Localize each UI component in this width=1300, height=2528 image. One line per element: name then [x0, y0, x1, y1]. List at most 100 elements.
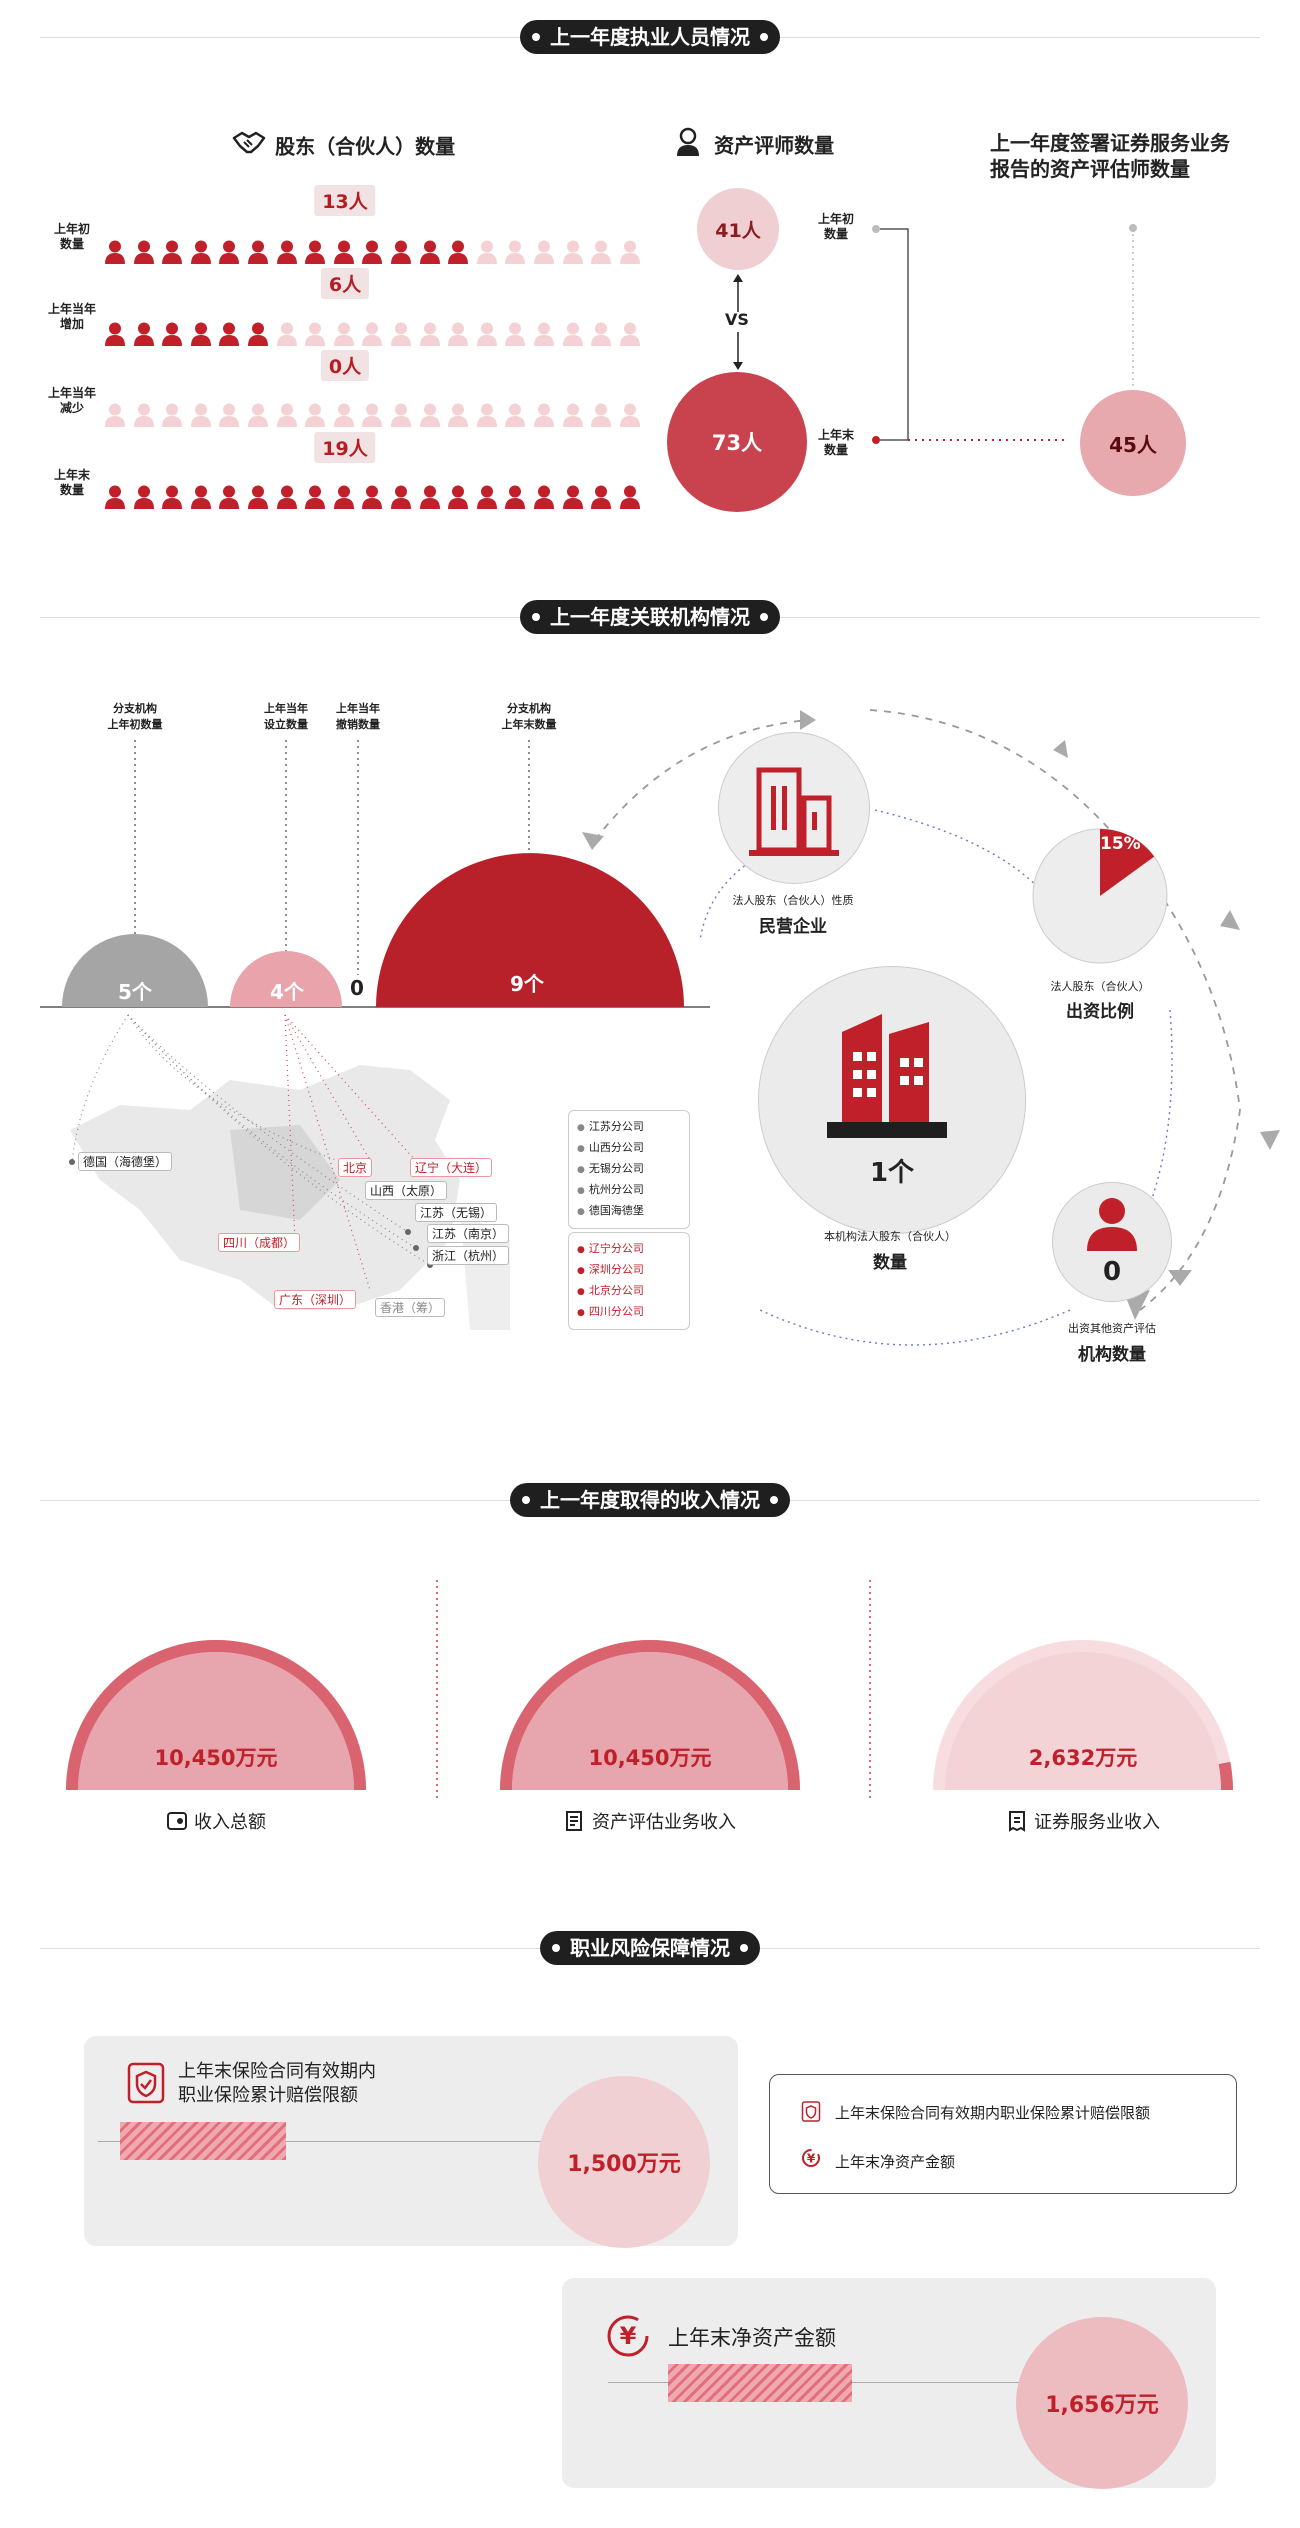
corp-label: 本机构法人股东（合伙人）: [824, 1230, 956, 1243]
corp-sub: 数量: [873, 1253, 907, 1273]
insurance-value: 1,500万元: [567, 2152, 681, 2177]
person-icon: [276, 322, 297, 346]
vs-label: VS: [725, 310, 749, 329]
partners-row-count: 13人: [314, 185, 376, 216]
person-icon: [305, 322, 326, 346]
person-icon: [505, 240, 526, 264]
person-icon: [505, 403, 526, 427]
person-icon: [219, 403, 240, 427]
partners-row-label: 上年当年 减少: [47, 386, 96, 415]
person-icon: [248, 403, 268, 427]
person-icon: [219, 485, 240, 509]
appraisers-connector: [872, 225, 1065, 444]
map-label-zhejiang: 浙江（杭州）: [427, 1246, 510, 1265]
person-icon: [105, 322, 125, 346]
person-icon: [276, 485, 297, 509]
risk-legend: [769, 2074, 1237, 2194]
income-label: 资产评估业务收入: [592, 1812, 736, 1833]
person-icon: [476, 485, 497, 509]
other-count: 0: [1102, 1257, 1122, 1287]
ratio-label: 法人股东（合伙人）: [1050, 980, 1150, 993]
other-sub: 机构数量: [1078, 1345, 1146, 1365]
income-label: 证券服务业收入: [1034, 1812, 1160, 1833]
map-label-beijing: 北京: [338, 1158, 373, 1177]
branch-begin-value: 5个: [118, 980, 152, 1004]
legend-item: 江苏分公司: [577, 1117, 681, 1138]
currency-icon-symbol: ¥: [807, 2152, 816, 2166]
person-icon: [448, 485, 469, 509]
map-label-jiangsu-wuxi: 江苏（无锡）: [415, 1203, 498, 1222]
map-label-shanxi: 山西（太原）: [365, 1181, 448, 1200]
person-icon: [619, 322, 640, 346]
person-icon: [162, 322, 183, 346]
section-title-risk: 职业风险保障情况: [540, 1931, 760, 1965]
branch-setup-value: 4个: [270, 980, 304, 1004]
section-title-income: 上一年度取得的收入情况: [510, 1483, 790, 1517]
handshake-icon: [232, 130, 266, 160]
person-icon: [619, 240, 640, 264]
insurance-circle: 1,500万元: [538, 2076, 710, 2248]
currency-icon-symbol: ¥: [620, 2322, 637, 2350]
person-icon: [333, 322, 354, 346]
person-icon: [391, 322, 411, 346]
person-icon: [133, 403, 154, 427]
map-label-sichuan: 四川（成都）: [218, 1233, 301, 1252]
other-circle: 0: [1052, 1182, 1172, 1302]
person-icon: [190, 403, 211, 427]
signers-header: 上一年度签署证券服务业务 报告的资产评估师数量: [990, 131, 1230, 181]
insurance-bar: [120, 2122, 286, 2160]
legend-assets-label: 上年末净资产金额: [835, 2153, 956, 2171]
income-gauge: [500, 1640, 800, 1790]
nature-label: 法人股东（合伙人）性质: [732, 894, 854, 907]
person-icon: [419, 485, 440, 509]
appraisers-header: 资产评师数量: [675, 127, 834, 161]
person-icon: [162, 485, 183, 509]
legend-item: 辽宁分公司: [577, 1239, 681, 1260]
person-icon: [190, 485, 211, 509]
appraisers-end-circle: 73人: [667, 372, 807, 512]
income-value: 10,450万元: [154, 1746, 278, 1770]
income-label-row: 收入总额: [66, 1808, 366, 1834]
branch-begin-label: 分支机构 上年初数量: [107, 702, 163, 731]
branch-end-value: 9个: [510, 972, 544, 996]
document-icon: [566, 1811, 582, 1831]
income-value: 10,450万元: [588, 1746, 712, 1770]
person-icon: [190, 322, 211, 346]
person-icon: [391, 240, 411, 264]
building-icon: [749, 767, 839, 856]
person-icon: [591, 322, 612, 346]
partners-row-label: 上年末 数量: [53, 468, 90, 497]
branch-end-label: 分支机构 上年末数量: [501, 702, 557, 731]
partners-row-label: 上年初 数量: [53, 222, 90, 251]
person-icon: [448, 403, 469, 427]
map-label-germany: 德国（海德堡）: [78, 1152, 173, 1171]
assets-value: 1,656万元: [1045, 2393, 1159, 2418]
legend-insurance-label: 上年末保险合同有效期内职业保险累计赔偿限额: [835, 2104, 1151, 2122]
person-icon: [162, 240, 183, 264]
person-icon: [419, 322, 440, 346]
branch-semicircles: [40, 740, 710, 1008]
person-icon: [562, 240, 583, 264]
appraisers-begin-label: 上年初 数量: [817, 212, 854, 241]
person-icon: [534, 403, 554, 427]
branch-setup-label: 上年当年 设立数量: [264, 702, 308, 731]
partners-row-label: 上年当年 增加: [47, 302, 96, 331]
nature-circle: [718, 732, 870, 884]
other-label: 出资其他资产评估: [1068, 1322, 1156, 1335]
person-icon: [534, 240, 554, 264]
person-icon: [276, 240, 297, 264]
person-icon: [505, 322, 526, 346]
map-label-hongkong: 香港（筹）: [375, 1298, 446, 1317]
person-icon: [562, 403, 583, 427]
income-dividers: [436, 1580, 871, 1800]
currency-icon: ¥: [801, 2148, 821, 2172]
assets-bar: [668, 2364, 852, 2402]
person-icon: [276, 403, 297, 427]
person-icon: [362, 322, 383, 346]
partners-row-count: 19人: [314, 432, 376, 463]
map-label-jiangsu-nanjing: 江苏（南京）: [427, 1224, 510, 1243]
person-icon: [333, 485, 354, 509]
china-map: [69, 1014, 510, 1330]
person-icon: [562, 485, 583, 509]
branch-legend-red: 辽宁分公司深圳分公司北京分公司四川分公司: [568, 1232, 690, 1330]
